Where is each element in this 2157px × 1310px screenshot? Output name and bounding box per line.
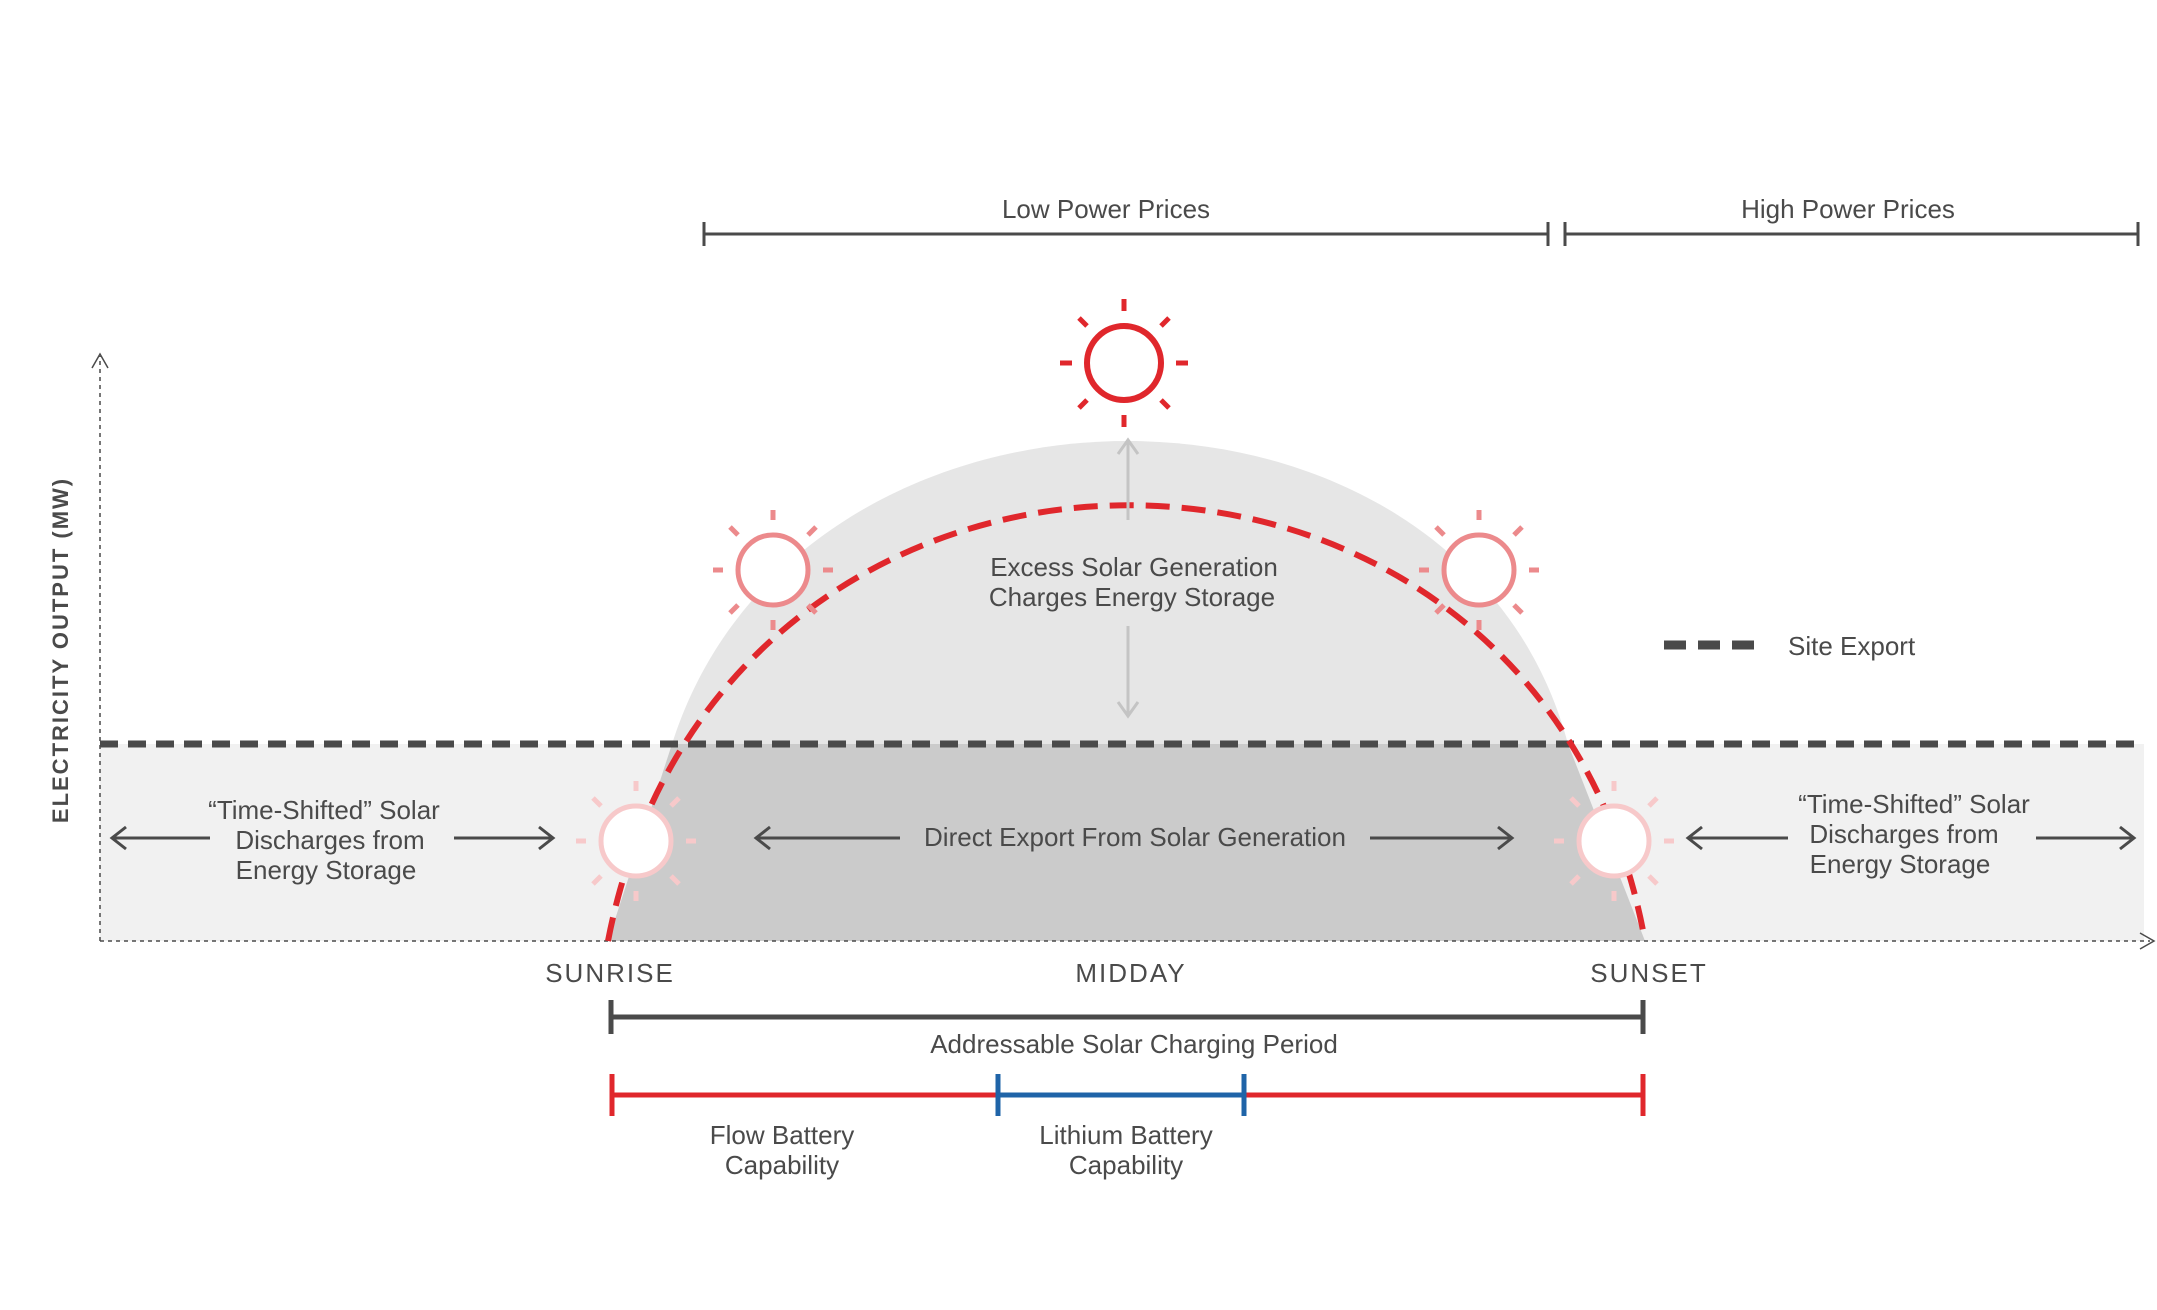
- direct-export-label: Direct Export From Solar Generation: [924, 822, 1346, 852]
- x-label-midday: MIDDAY: [1075, 958, 1186, 988]
- arrow-down-icon: [1116, 626, 1140, 719]
- arrow-left-icon: [753, 825, 900, 851]
- excess-generation-label-line1: Excess Solar Generation: [990, 552, 1278, 582]
- left-time-shifted-line2: Discharges from: [235, 825, 424, 855]
- sun-icon-morning: [713, 510, 833, 630]
- right-time-shifted-line1: “Time-Shifted” Solar: [1798, 789, 2030, 819]
- flow-battery-label-line2: Capability: [725, 1150, 839, 1180]
- addressable-period-bracket: [608, 1000, 1646, 1034]
- high-power-prices-label: High Power Prices: [1741, 194, 1955, 224]
- flow-battery-label-line1: Flow Battery: [710, 1120, 855, 1150]
- arrow-right-icon: [2036, 825, 2137, 851]
- x-label-sunset: SUNSET: [1590, 958, 1707, 988]
- right-time-shifted-line2: Discharges from: [1809, 819, 1998, 849]
- sun-icon-afternoon: [1419, 510, 1539, 630]
- lithium-battery-label-line1: Lithium Battery: [1039, 1120, 1212, 1150]
- lithium-battery-bracket: [995, 1074, 1247, 1116]
- y-axis-label: ELECTRICITY OUTPUT (MW): [48, 477, 73, 823]
- arrow-right-icon: [1370, 825, 1515, 851]
- excess-generation-area: [672, 441, 1568, 744]
- sun-icon-sunset: [1554, 781, 1674, 901]
- right-time-shifted-line3: Energy Storage: [1810, 849, 1991, 879]
- legend-site-export-label: Site Export: [1788, 631, 1916, 661]
- direct-export-area: [608, 744, 1645, 941]
- low-power-prices-label: Low Power Prices: [1002, 194, 1210, 224]
- left-time-shifted-line3: Energy Storage: [236, 855, 417, 885]
- x-label-sunrise: SUNRISE: [545, 958, 675, 988]
- arrow-up-icon: [1116, 437, 1140, 520]
- sun-icon-sunrise: [576, 781, 696, 901]
- sun-icon-midday: [1060, 299, 1188, 427]
- x-axis: [100, 932, 2156, 950]
- arrow-right-icon: [454, 825, 556, 851]
- addressable-period-label: Addressable Solar Charging Period: [930, 1029, 1338, 1059]
- flow-battery-bracket: [609, 1074, 1646, 1116]
- y-axis: [91, 352, 109, 941]
- arrow-left-icon: [1685, 825, 1788, 851]
- lithium-battery-label-line2: Capability: [1069, 1150, 1183, 1180]
- high-power-prices-bracket: [1563, 222, 2140, 246]
- low-power-prices-bracket: [702, 222, 1550, 246]
- arrow-left-icon: [109, 825, 210, 851]
- excess-generation-label-line2: Charges Energy Storage: [989, 582, 1275, 612]
- left-time-shifted-line1: “Time-Shifted” Solar: [208, 795, 440, 825]
